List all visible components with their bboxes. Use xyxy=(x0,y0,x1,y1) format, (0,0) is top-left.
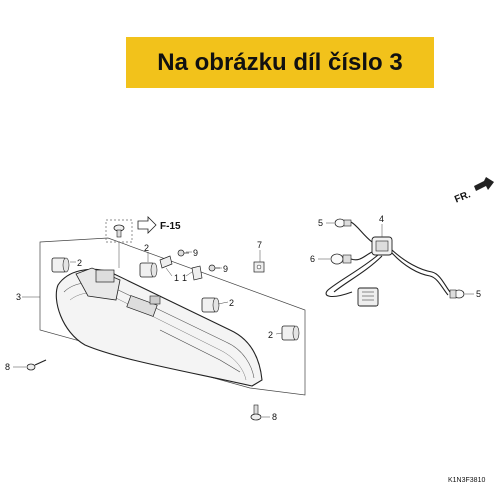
headlight-frame xyxy=(39,237,306,396)
bulb-socket-4 xyxy=(371,236,393,256)
grommet-left xyxy=(51,257,70,273)
bulb-5-lower xyxy=(449,289,465,299)
callout-2-lower: 2 xyxy=(268,330,273,340)
front-direction-label: FR. xyxy=(453,189,472,205)
grommet-right xyxy=(201,297,220,313)
headlight-housing xyxy=(55,267,263,387)
callout-5-lower: 5 xyxy=(476,289,481,299)
callout-4: 4 xyxy=(379,214,384,224)
callout-9-upper: 9 xyxy=(193,248,198,258)
drawing-code: K1N3F3810 xyxy=(448,477,485,484)
banner-text: Na obrázku díl číslo 3 xyxy=(157,48,403,76)
callout-9-lower: 9 xyxy=(223,264,228,274)
screw-bottom xyxy=(250,404,262,421)
callout-2-right: 2 xyxy=(229,298,234,308)
bulb-5-upper xyxy=(334,218,352,228)
part-number-banner: Na obrázku díl číslo 3 xyxy=(126,37,434,88)
callout-1-left: 1 xyxy=(174,273,179,283)
harness-connector xyxy=(357,287,379,307)
bulb-6 xyxy=(330,253,352,265)
screw-top xyxy=(113,224,125,238)
callout-2-left: 2 xyxy=(77,258,82,268)
callout-5-upper: 5 xyxy=(318,218,323,228)
grommet-lower xyxy=(281,325,300,341)
front-direction-arrow xyxy=(474,177,494,191)
callout-2-upper: 2 xyxy=(144,243,149,253)
clip-right xyxy=(191,265,203,281)
callout-7: 7 xyxy=(257,240,262,250)
screw-left xyxy=(26,359,47,371)
callout-8-bottom: 8 xyxy=(272,412,277,422)
bolt-lower xyxy=(208,264,220,272)
callout-1-right: 1 xyxy=(182,273,187,283)
clip-left xyxy=(159,255,173,269)
leader-lines xyxy=(13,250,283,418)
grommet-upper xyxy=(139,262,158,278)
callout-3: 3 xyxy=(16,292,21,302)
callout-8-left: 8 xyxy=(5,362,10,372)
harness-leaders xyxy=(318,222,474,295)
reference-label: F-15 xyxy=(160,221,181,232)
bolt-upper xyxy=(177,249,189,257)
callout-6: 6 xyxy=(310,254,315,264)
reference-arrow xyxy=(137,216,157,234)
nut-clip xyxy=(253,261,265,273)
wiring-harness xyxy=(325,221,451,298)
